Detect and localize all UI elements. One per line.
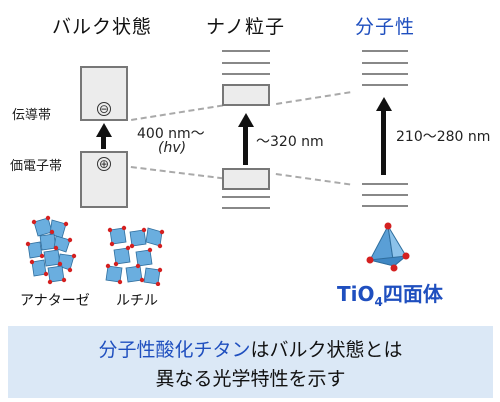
nano-arrow-shaft [243, 126, 248, 165]
molecule-wavelength-label: 210～280 nm [396, 129, 491, 145]
molecule-level-line [362, 205, 408, 207]
molecule-level-line [362, 73, 408, 75]
molecule-level-line [362, 62, 408, 64]
nano-level-line [222, 62, 270, 64]
header-molecular: 分子性 [355, 16, 416, 38]
dashed-connector [131, 104, 224, 121]
molecule-level-line [362, 194, 408, 196]
nano-level-line [222, 196, 270, 198]
bulk-wavelength-label: 400 nm～ [137, 126, 205, 142]
nano-arrow-head [238, 113, 254, 127]
caption-line-2: 異なる光学特性を示す [155, 368, 346, 390]
nano-wavelength-label: ～320 nm [256, 134, 324, 150]
caption-box: 分子性酸化チタンはバルク状態とは 異なる光学特性を示す [8, 326, 493, 398]
valence-band-box: ⊕ [80, 151, 128, 208]
molecule-level-line [362, 50, 408, 52]
minus-sign: ⊖ [97, 102, 111, 116]
valence-band-label: 価電子帯 [10, 159, 63, 174]
molecule-arrow-head [376, 97, 392, 111]
tio4-tetrahedron-image [366, 222, 410, 272]
anatase-structure-image [25, 215, 77, 285]
rutile-structure-image [105, 225, 165, 286]
nano-level-line [222, 207, 270, 209]
caption-line-1: 分子性酸化チタンはバルク状態とは [98, 339, 403, 361]
anatase-label: アナターゼ [20, 293, 90, 309]
header-nanoparticle: ナノ粒子 [206, 16, 286, 38]
molecule-level-line [362, 183, 408, 185]
photon-energy-label: (hv) [158, 140, 187, 156]
conduction-band-box: ⊖ [80, 66, 128, 121]
dashed-connector [130, 166, 224, 180]
nano-level-line [222, 50, 270, 52]
header-bulk: バルク状態 [52, 16, 153, 38]
molecule-arrow-shaft [381, 110, 386, 175]
bulk-arrow-head [96, 123, 112, 137]
nano-valence-box [222, 168, 270, 190]
tio4-label: TiO4四面体 [337, 282, 443, 309]
dashed-connector [275, 173, 351, 186]
bulk-arrow-shaft [101, 135, 106, 149]
plus-sign: ⊕ [97, 157, 111, 171]
conduction-band-label: 伝導帯 [12, 108, 52, 123]
rutile-label: ルチル [116, 293, 158, 309]
dashed-connector [276, 91, 351, 105]
molecule-level-line [362, 84, 408, 86]
nano-conduction-box [222, 84, 270, 106]
nano-level-line [222, 73, 270, 75]
